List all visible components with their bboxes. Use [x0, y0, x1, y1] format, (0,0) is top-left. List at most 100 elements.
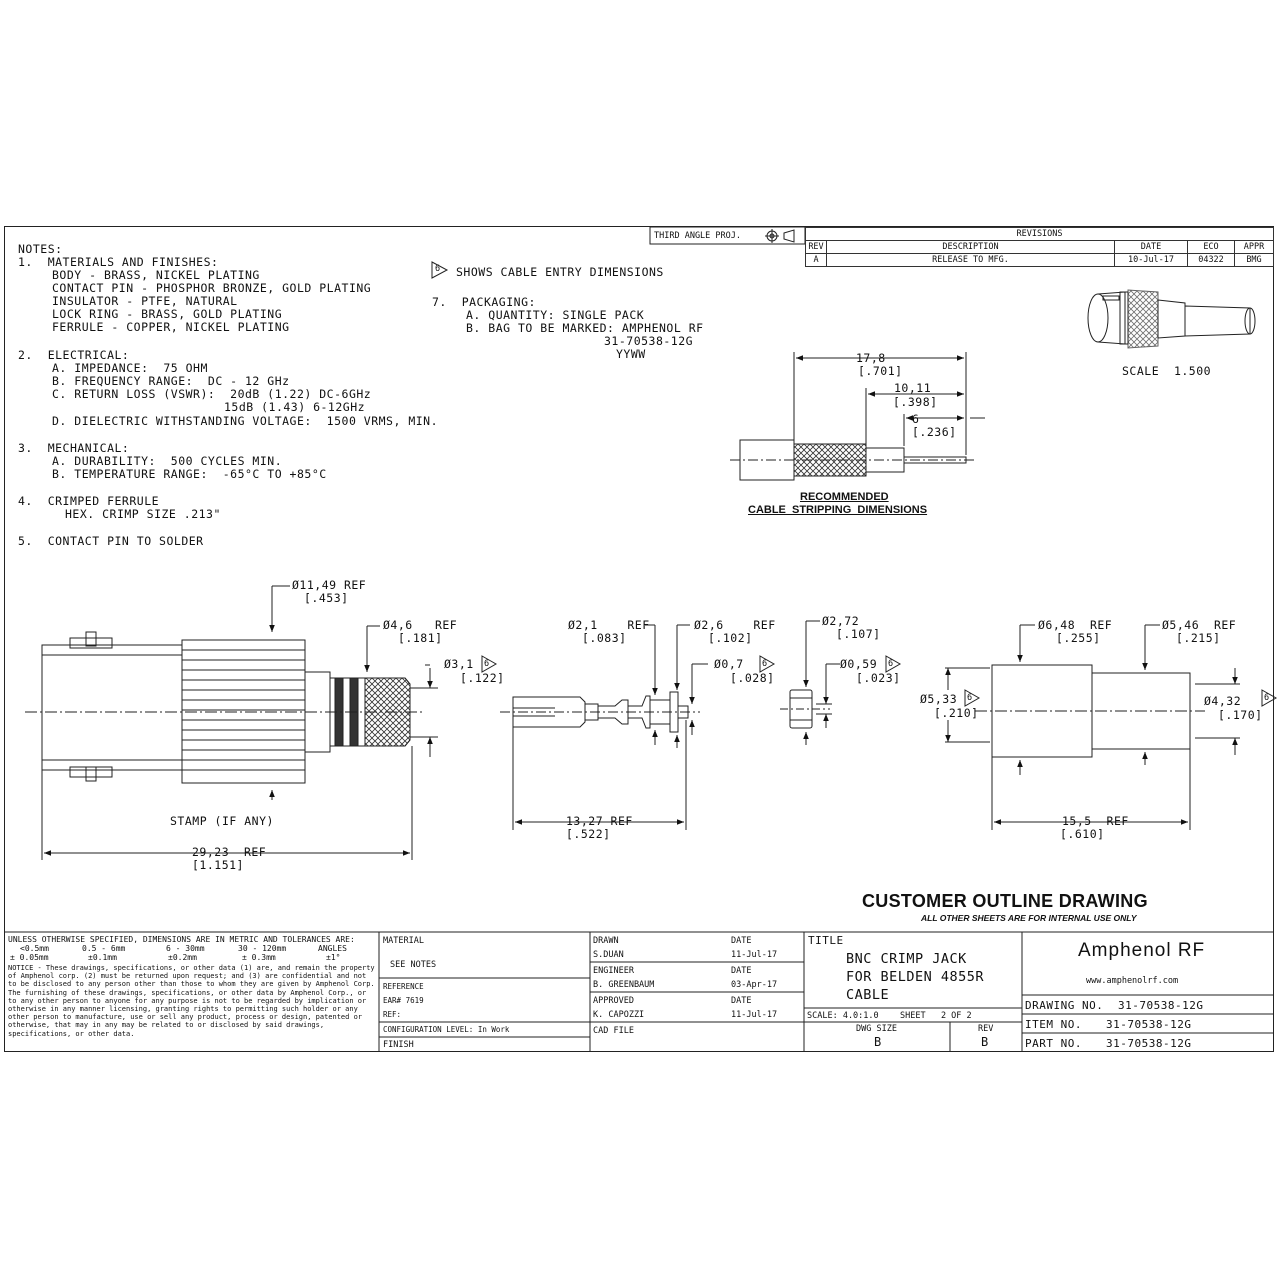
notes-title: NOTES: [18, 242, 63, 256]
tol-col-2: 6 - 30mm [166, 944, 205, 953]
appr-cell: BMG [1234, 253, 1274, 267]
dwg-size-value: B [874, 1035, 882, 1049]
material-value: SEE NOTES [390, 960, 437, 970]
tol-val-2: ±0.2mm [168, 953, 197, 962]
fer-d533: Ø5,33 [920, 692, 958, 706]
note-1d: LOCK RING - BRASS, GOLD PLATING [52, 307, 283, 321]
strip-dim-2: 10,11 [894, 381, 932, 395]
fer-d432-in: [.170] [1218, 708, 1263, 722]
revisions-header: REVISIONS [805, 227, 1274, 241]
flag-6-icons [431, 261, 1278, 707]
body-od-in: [.453] [304, 591, 349, 605]
scale-value: SCALE: 4.0:1.0 [807, 1011, 879, 1021]
dwg-size-label: DWG SIZE [856, 1024, 897, 1034]
company-website[interactable]: www.amphenolrf.com [1086, 976, 1179, 986]
date-label: DATE [731, 966, 752, 976]
fer-length-in: [.610] [1060, 827, 1105, 841]
company-logo: Amphenol RF [1078, 940, 1206, 961]
ins-d272: Ø2,72 [822, 614, 860, 628]
tol-col-3: 30 - 120mm [238, 944, 287, 953]
strip-dim-1: 17,8 [856, 351, 886, 365]
drawn-by: S.DUAN [593, 950, 624, 960]
note-1b: CONTACT PIN - PHOSPHOR BRONZE, GOLD PLAT… [52, 281, 372, 295]
fer-d546: Ø5,46 REF [1162, 618, 1237, 632]
flag-6-label: 6 [484, 659, 490, 669]
body-od: Ø11,49 REF [292, 578, 367, 592]
strip-dim-3: 6 [912, 412, 920, 426]
ins-d272-in: [.107] [836, 627, 881, 641]
body-length: 29,23 REF [192, 845, 267, 859]
tol-val-1: ±0.1mm [88, 953, 117, 962]
note-7: 7. PACKAGING: [432, 295, 536, 309]
date-label: DATE [731, 996, 752, 1006]
title-label: TITLE [808, 934, 844, 947]
note-2a: A. IMPEDANCE: 75 OHM [52, 361, 208, 375]
tol-val-0: ± 0.05mm [10, 953, 49, 962]
note-3a: A. DURABILITY: 500 CYCLES MIN. [52, 454, 283, 468]
pin-d26-in: [.102] [708, 631, 753, 645]
note-4: 4. CRIMPED FERRULE [18, 494, 160, 508]
engineer-date: 03-Apr-17 [731, 980, 778, 990]
note-6-flag: 6 [435, 264, 441, 274]
stamp-label: STAMP (IF ANY) [170, 814, 274, 828]
table-row: A RELEASE TO MFG. 10-Jul-17 04322 BMG [805, 253, 1274, 267]
cad-file-label: CAD FILE [593, 1026, 634, 1036]
revisions-table: REVISIONS REV DESCRIPTION DATE ECO APPR … [805, 227, 1274, 267]
bnc-body-view [25, 585, 438, 860]
material-label: MATERIAL [383, 936, 424, 946]
tol-header: UNLESS OTHERWISE SPECIFIED, DIMENSIONS A… [8, 935, 355, 944]
ferrule-view [945, 624, 1240, 830]
part-no-value: 31-70538-12G [1106, 1037, 1192, 1050]
projection-label: THIRD ANGLE PROJ. [654, 231, 741, 241]
reference-label: REFERENCE [383, 982, 424, 991]
note-3b: B. TEMPERATURE RANGE: -65°C TO +85°C [52, 467, 327, 481]
eco-col: ECO [1187, 240, 1235, 254]
iso-connector-view [1087, 289, 1256, 349]
notice-text: NOTICE - These drawings, specifications,… [8, 964, 375, 1038]
strip-caption-2: CABLE STRIPPING DIMENSIONS [748, 504, 928, 516]
pin-length: 13,27 REF [566, 814, 633, 828]
rev-cell: A [805, 253, 827, 267]
note-7b3: YYWW [616, 347, 646, 361]
tol-val-4: ±1° [326, 953, 341, 962]
pin-d07: Ø0,7 [714, 657, 744, 671]
note-2c: C. RETURN LOSS (VSWR): 20dB (1.22) DC-6G… [52, 387, 372, 401]
note-4a: HEX. CRIMP SIZE .213" [65, 507, 221, 521]
note-1a: BODY - BRASS, NICKEL PLATING [52, 268, 260, 282]
note-2b: B. FREQUENCY RANGE: DC - 12 GHz [52, 374, 290, 388]
body-d31: Ø3,1 [444, 657, 474, 671]
config-level: CONFIGURATION LEVEL: In Work [383, 1025, 510, 1034]
description-col: DESCRIPTION [826, 240, 1115, 254]
sheet-value: SHEET 2 OF 2 [900, 1011, 972, 1021]
description-cell: RELEASE TO MFG. [826, 253, 1115, 267]
insulator-view [780, 620, 840, 745]
title-line-1: BNC CRIMP JACK [846, 951, 967, 967]
ref-label: REF: [383, 1010, 402, 1019]
finish-label: FINISH [383, 1040, 414, 1050]
fer-d648: Ø6,48 REF [1038, 618, 1113, 632]
pin-length-in: [.522] [566, 827, 611, 841]
date-label: DATE [731, 936, 752, 946]
pin-d21: Ø2,1 REF [568, 618, 650, 632]
part-no-label: PART NO. [1025, 1037, 1082, 1050]
rev-value: B [981, 1035, 989, 1049]
date-col: DATE [1114, 240, 1188, 254]
tol-col-1: 0.5 - 6mm [82, 944, 126, 953]
note-2: 2. ELECTRICAL: [18, 348, 130, 362]
note-7b2: 31-70538-12G [604, 334, 694, 348]
approved-by: K. CAPOZZI [593, 1010, 645, 1020]
appr-col: APPR [1234, 240, 1274, 254]
strip-dim-1-in: [.701] [858, 364, 903, 378]
contact-pin-view [500, 624, 708, 830]
note-2c2: 15dB (1.43) 6-12GHz [224, 400, 366, 414]
flag-6-label: 6 [762, 659, 768, 669]
banner-title: CUSTOMER OUTLINE DRAWING [862, 891, 1148, 911]
drawing-no-label: DRAWING NO. [1025, 999, 1104, 1012]
note-3: 3. MECHANICAL: [18, 441, 130, 455]
tol-col-4: ANGLES [318, 944, 347, 953]
note-2d: D. DIELECTRIC WITHSTANDING VOLTAGE: 1500… [52, 414, 439, 428]
eco-cell: 04322 [1187, 253, 1235, 267]
tol-val-3: ± 0.3mm [242, 953, 276, 962]
ins-d059-in: [.023] [856, 671, 901, 685]
drawing-sheet [4, 226, 1274, 1052]
